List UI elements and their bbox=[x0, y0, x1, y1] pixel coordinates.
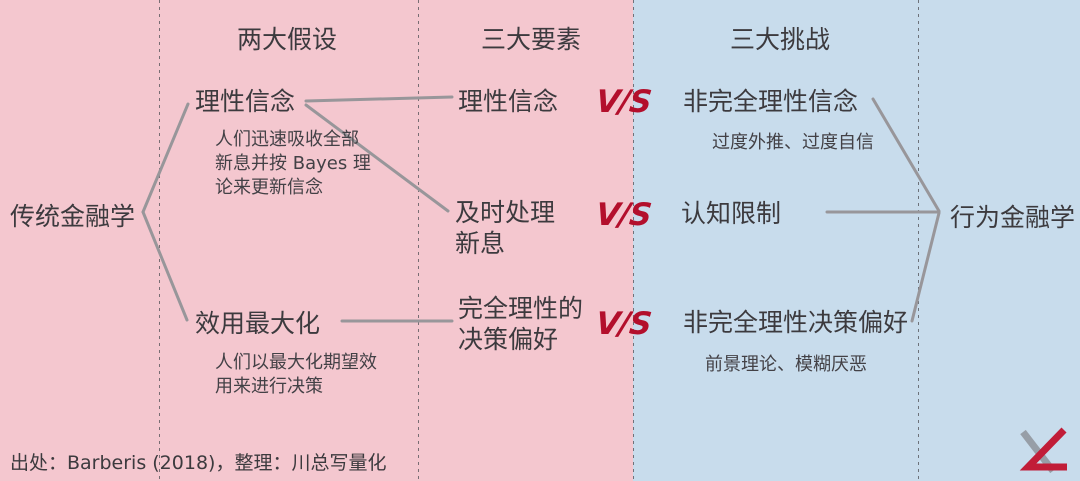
vs-badge-row1: V/S bbox=[594, 84, 653, 120]
challenge-irrational-preferences: 非完全理性决策偏好 bbox=[683, 308, 909, 337]
element-rational-preferences: 完全理性的 决策偏好 bbox=[458, 294, 584, 354]
vs-badge-row3: V/S bbox=[594, 306, 653, 342]
challenge-irrational-preferences-note: 前景理论、模糊厌恶 bbox=[705, 354, 867, 375]
assumption-rational-beliefs-note: 人们迅速吸收全部 新息并按 Bayes 理 论来更新信念 bbox=[215, 129, 371, 198]
node-traditional-finance: 传统金融学 bbox=[10, 202, 136, 231]
assumption-utility-maximization-note: 人们以最大化期望效 用来进行决策 bbox=[215, 352, 377, 397]
source-attribution: 出处：Barberis (2018)，整理：川总写量化 bbox=[10, 452, 387, 474]
header-three-elements: 三大要素 bbox=[480, 25, 582, 54]
header-two-assumptions: 两大假设 bbox=[236, 25, 338, 54]
vs-badge-row2: V/S bbox=[594, 197, 653, 233]
challenge-irrational-beliefs-note: 过度外推、过度自信 bbox=[712, 132, 874, 153]
node-behavioral-finance: 行为金融学 bbox=[950, 203, 1076, 232]
behavioral-finance-panel bbox=[633, 0, 1080, 481]
challenge-cognitive-limits: 认知限制 bbox=[681, 199, 782, 228]
header-three-challenges: 三大挑战 bbox=[729, 25, 831, 54]
element-rational-beliefs: 理性信念 bbox=[458, 87, 559, 116]
challenge-irrational-beliefs: 非完全理性信念 bbox=[683, 87, 859, 116]
assumption-utility-maximization: 效用最大化 bbox=[195, 309, 321, 338]
assumption-rational-beliefs: 理性信念 bbox=[195, 87, 296, 116]
traditional-finance-panel bbox=[0, 0, 633, 481]
brand-logo-icon bbox=[1019, 427, 1067, 474]
element-timely-information: 及时处理 新息 bbox=[455, 198, 556, 258]
